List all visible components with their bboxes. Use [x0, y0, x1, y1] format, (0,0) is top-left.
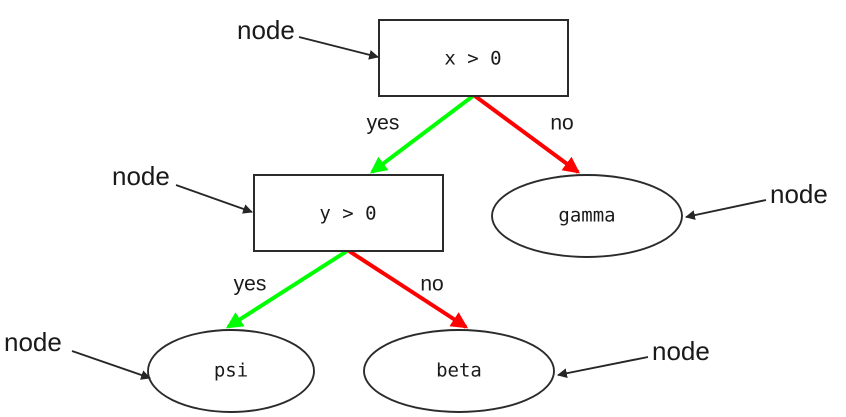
annotation-label-root-node: node	[237, 15, 295, 45]
edge-label-second-yes: yes	[234, 273, 267, 296]
node-label-gamma: gamma	[558, 205, 615, 227]
annotation-leader-root-node	[298, 36, 379, 60]
node-label-beta: beta	[436, 360, 482, 382]
edge-root-yes	[369, 94, 475, 174]
annotation-group: node node node node node	[4, 15, 828, 380]
annotation-leader-gamma-node	[685, 199, 767, 220]
node-box-root[interactable]	[378, 19, 569, 97]
edge-labels: yes no yes no	[234, 112, 574, 296]
node-label-root: x > 0	[444, 48, 501, 70]
node-labels: x > 0 y > 0 gamma psi beta	[214, 48, 616, 382]
node-label-psi: psi	[214, 360, 248, 382]
edge-label-second-no: no	[420, 273, 443, 296]
edge-label-root-yes: yes	[367, 112, 400, 135]
node-ellipse-beta[interactable]	[363, 329, 555, 413]
annotation-label-psi-node: node	[4, 327, 62, 357]
annotation-leader-beta-node	[557, 356, 649, 379]
edge-second-no	[347, 249, 469, 329]
edge-second-yes	[225, 249, 349, 329]
edge-group	[225, 94, 581, 329]
annotation-label-second-node: node	[112, 161, 170, 191]
node-label-second: y > 0	[319, 203, 376, 225]
annotation-leader-psi-node	[71, 350, 151, 380]
node-ellipse-gamma[interactable]	[491, 174, 683, 258]
node-shapes	[147, 19, 683, 413]
annotation-label-gamma-node: node	[770, 179, 828, 209]
node-box-second[interactable]	[253, 174, 444, 252]
edge-label-root-no: no	[550, 112, 573, 135]
edge-root-no	[473, 94, 581, 174]
annotation-label-beta-node: node	[652, 336, 710, 366]
annotation-leader-second-node	[175, 184, 253, 214]
